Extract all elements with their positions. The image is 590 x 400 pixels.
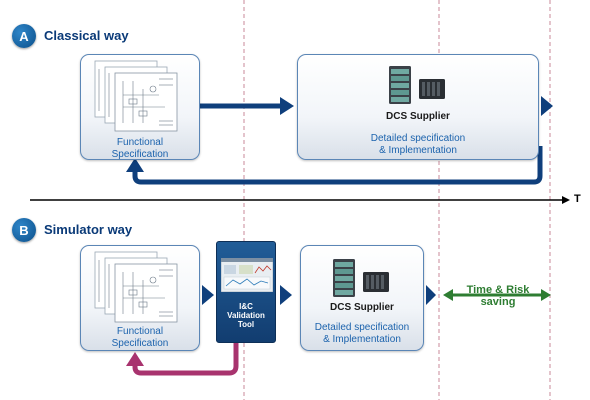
time-axis-arrowhead [562,196,570,204]
section-a-title: Classical way [44,28,129,43]
dcs-rack-hardware-icon [333,259,389,297]
saving-arrowhead-left [443,289,453,301]
classical-feedback-arrow [132,146,543,185]
classical-supplier-title: DCS Supplier [386,111,450,122]
time-axis-label: T [574,193,581,205]
simulator-output-arrowhead [426,285,436,305]
simulator-feedback-arrowhead [126,352,144,366]
section-b-title: Simulator way [44,222,133,237]
time-risk-saving-label: Time & Risk saving [466,284,530,308]
section-a-badge: A [12,24,36,48]
validation-tool-label: I&C Validation Tool [227,302,265,329]
simulator-to-tool-arrowhead [202,285,214,305]
schematic-document-stack-icon [94,251,178,323]
classical-feedback-arrowhead [126,158,144,172]
simulator-supplier-subtitle: Detailed specification & Implementation [314,322,410,345]
classical-functional-card: Functional Specification [80,54,200,160]
simulator-functional-card: Functional Specification [80,245,200,351]
simulator-feedback-arrow [132,342,239,376]
section-b-badge: B [12,218,36,242]
schematic-document-stack-icon [94,60,178,132]
validation-tool-card: I&C Validation Tool [216,241,276,343]
saving-arrowhead-right [541,289,551,301]
dcs-rack-hardware-icon [389,66,445,104]
classical-forward-arrowhead [280,97,294,115]
classical-supplier-card: DCS Supplier Detailed specification & Im… [297,54,539,160]
simulator-to-supplier-arrowhead [280,285,292,305]
simulator-functional-label: Functional Specification [111,326,169,349]
classical-output-arrowhead [541,96,553,116]
software-screen-icon [221,258,273,292]
classical-supplier-subtitle: Detailed specification & Implementation [370,133,466,156]
simulator-supplier-card: DCS Supplier Detailed specification & Im… [300,245,424,351]
classical-functional-label: Functional Specification [111,137,169,160]
simulator-supplier-title: DCS Supplier [330,302,394,313]
